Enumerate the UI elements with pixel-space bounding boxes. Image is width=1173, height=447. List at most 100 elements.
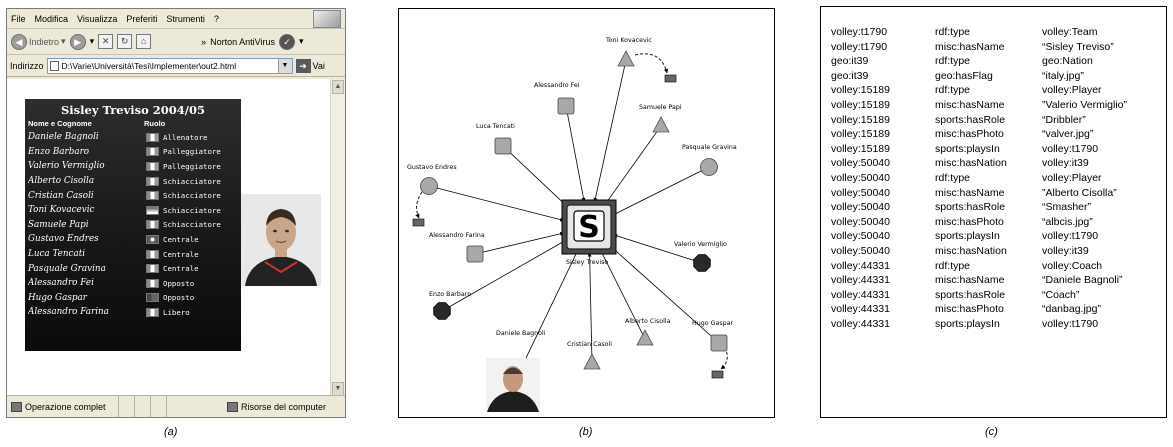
triple-predicate: rdf:type (935, 55, 971, 68)
chevron-down-icon[interactable]: ▼ (277, 58, 292, 73)
menu-modifica[interactable]: Modifica (34, 13, 69, 24)
windows-logo-icon (313, 10, 341, 28)
italy-flag-icon (146, 220, 159, 230)
italy-flag-icon (146, 176, 159, 186)
triangle-node (652, 116, 670, 133)
address-input[interactable]: D:\Varie\Università\Tesi\Implementer\out… (46, 57, 293, 74)
go-button[interactable]: ➜ Vai (295, 58, 325, 73)
go-label: Vai (312, 60, 325, 71)
home-button[interactable]: ⌂ (136, 34, 152, 49)
triple-subject: volley:15189 (831, 113, 890, 126)
square-node (557, 97, 575, 115)
menu-visualizza[interactable]: Visualizza (77, 13, 118, 24)
octagon-node (433, 302, 451, 320)
square-node (710, 334, 728, 352)
graph-edge (600, 249, 646, 340)
circle-node (700, 158, 718, 176)
scroll-up-arrow-icon[interactable]: ▲ (332, 80, 344, 94)
triple-predicate: sports:playsIn (935, 142, 1000, 155)
chevron-down-icon[interactable]: ▾ (89, 36, 95, 46)
triple-predicate: misc:hasPhoto (935, 215, 1004, 228)
triple-object: volley:t1790 (1042, 317, 1099, 330)
triple-subject: volley:15189 (831, 98, 890, 111)
triple-subject: volley:50040 (831, 171, 890, 184)
address-bar: Indirizzo D:\Varie\Università\Tesi\Imple… (7, 55, 345, 77)
graph-edge (603, 125, 662, 207)
square-node (466, 245, 484, 263)
menu-preferiti[interactable]: Preferiti (126, 13, 158, 24)
stop-button[interactable]: ✕ (98, 34, 114, 49)
triple-object: “Smasher” (1042, 201, 1092, 214)
triple-object: “valver.jpg” (1042, 128, 1094, 141)
norton-icon[interactable]: ✓ (278, 33, 295, 50)
triple-object: volley:it39 (1042, 157, 1089, 170)
triple-predicate: misc:hasName (935, 98, 1005, 111)
node-label: Alessandro Farina (429, 232, 485, 239)
toolbar-overflow[interactable]: » (201, 36, 207, 47)
menu-strumenti[interactable]: Strumenti (166, 13, 205, 24)
photo-hair (503, 367, 523, 374)
player-name: Toni Kovacevic (28, 205, 95, 216)
square-node (494, 137, 512, 155)
caption-c: (c) (985, 426, 998, 438)
node-label: Valerio Vermiglio (674, 241, 727, 248)
graph-edge (474, 231, 565, 255)
player-name: Hugo Gaspar (28, 292, 87, 303)
triple-object: volley:Team (1042, 26, 1098, 38)
triple-object: ”Valerio Vermiglio” (1042, 98, 1127, 111)
triple-object: volley:it39 (1042, 244, 1089, 257)
triple-predicate: rdf:type (935, 84, 971, 97)
triple-object: “danbag.jpg” (1042, 303, 1101, 316)
triple-predicate: misc:hasPhoto (935, 303, 1004, 316)
triple-predicate: sports:hasRole (935, 201, 1006, 214)
triple-object: “italy.jpg” (1042, 69, 1084, 82)
portugal-flag-icon (711, 370, 724, 379)
chevron-down-icon[interactable]: ▾ (298, 36, 304, 46)
triple-predicate: geo:hasFlag (935, 69, 993, 82)
graph-edge (441, 239, 567, 312)
scroll-down-arrow-icon[interactable]: ▼ (332, 382, 344, 396)
player-role: Centrale (163, 264, 199, 274)
column-header-role: Ruolo (144, 119, 166, 128)
italy-flag-icon (146, 132, 159, 142)
triple-object: volley:Player (1042, 84, 1102, 97)
back-button[interactable]: ◀ Indietro ▾ (11, 33, 66, 50)
logo-tile (573, 210, 605, 242)
vertical-scrollbar[interactable]: ▲ ▼ (330, 79, 345, 397)
triple-object: “Sisley Treviso” (1042, 40, 1114, 53)
triple-object: “Daniele Bagnoli” (1042, 274, 1123, 287)
player-role: Palleggiatore (163, 161, 221, 171)
triple-subject: volley:44331 (831, 274, 890, 287)
menu-help[interactable]: ? (213, 13, 219, 24)
norton-antivirus-button[interactable]: Norton AntiVirus (210, 36, 275, 47)
refresh-button[interactable]: ↻ (117, 34, 133, 49)
menu-file[interactable]: File (11, 13, 26, 24)
italy-flag-icon (146, 161, 159, 171)
chevron-down-icon[interactable]: ▾ (61, 36, 66, 46)
graph-edge (613, 234, 703, 264)
player-name: Alessandro Fei (28, 278, 94, 289)
triple-predicate: misc:hasNation (935, 157, 1007, 170)
flag-link (634, 53, 669, 74)
table-header: Nome e Cognome Ruolo (25, 119, 241, 130)
forward-button[interactable]: ▶ (69, 33, 86, 50)
caption-b: (b) (579, 426, 593, 438)
page-status-icon (11, 401, 22, 412)
toolbar: ◀ Indietro ▾ ▶ ▾ ✕ ↻ ⌂ » Norton AntiViru… (7, 29, 345, 55)
triple-object: “Dribbler” (1042, 113, 1086, 126)
triple-subject: volley:50040 (831, 201, 890, 214)
player-role: Opposto (163, 278, 195, 288)
italy-flag-icon (146, 147, 159, 157)
triple-object: “albcis.jpg” (1042, 215, 1093, 228)
triple-object: geo:Nation (1042, 55, 1093, 68)
